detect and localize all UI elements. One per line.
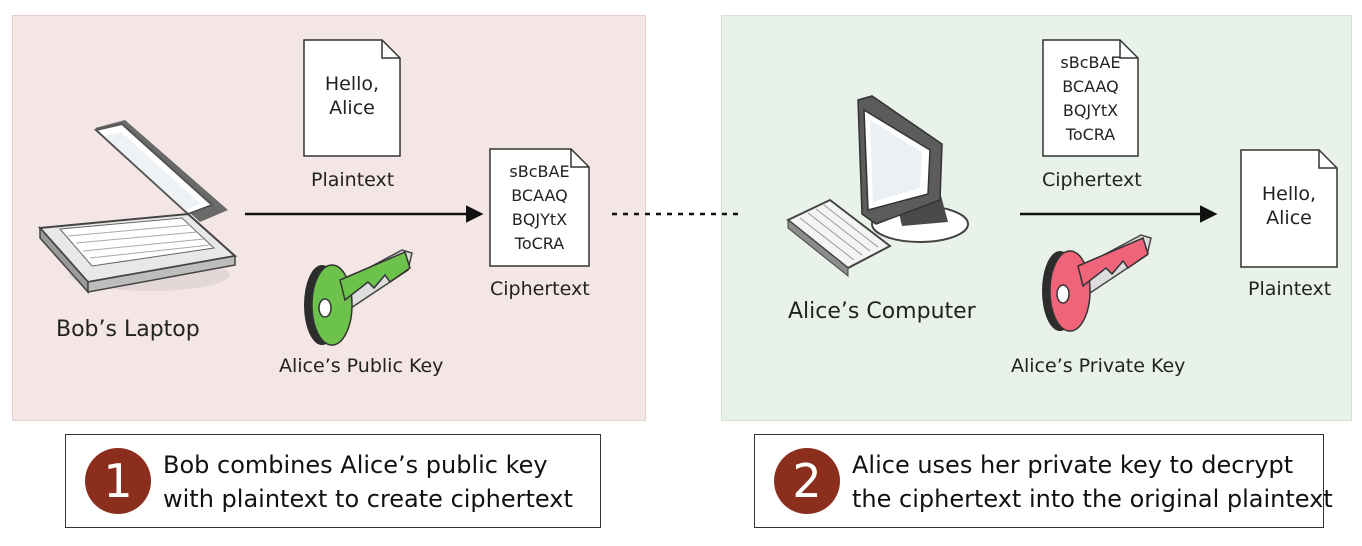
doc-line: BQJYtX <box>511 210 568 229</box>
bob-ciphertext-document: sBcBAE BCAAQ BQJYtX ToCRA <box>490 149 589 266</box>
doc-line: Hello, <box>324 73 380 95</box>
bob-plaintext-label: Plaintext <box>311 169 395 191</box>
doc-line: sBcBAE <box>509 162 570 181</box>
doc-line: Alice <box>1266 207 1312 229</box>
doc-line: BQJYtX <box>1062 101 1119 120</box>
alice-ciphertext-label: Ciphertext <box>1042 169 1142 191</box>
step-1-line-2: with plaintext to create ciphertext <box>163 485 573 513</box>
alice-ciphertext-document: sBcBAE BCAAQ BQJYtX ToCRA <box>1043 40 1138 156</box>
doc-line: sBcBAE <box>1060 53 1121 72</box>
bob-device-label: Bob’s Laptop <box>56 317 200 342</box>
step-number-badge: 2 <box>774 448 840 514</box>
step-1-line-1: Bob combines Alice’s public key <box>163 451 548 479</box>
step-2-line-1: Alice uses her private key to decrypt <box>852 451 1294 479</box>
doc-line: ToCRA <box>1065 125 1116 144</box>
alice-plaintext-document: Hello, Alice <box>1241 150 1337 267</box>
bob-ciphertext-label: Ciphertext <box>490 278 590 300</box>
public-key-label: Alice’s Public Key <box>279 355 444 377</box>
document-icon <box>489 148 590 267</box>
private-key-icon <box>1042 234 1152 332</box>
doc-line: BCAAQ <box>1062 77 1119 96</box>
doc-line: Hello, <box>1261 183 1317 205</box>
private-key-label: Alice’s Private Key <box>1011 355 1186 377</box>
laptop-icon <box>37 120 238 294</box>
alice-plaintext-label: Plaintext <box>1248 278 1332 300</box>
step-1-caption: 1 Bob combines Alice’s public key with p… <box>65 434 601 528</box>
doc-line: ToCRA <box>514 234 565 253</box>
doc-line: Alice <box>329 97 375 119</box>
step-2-line-2: the ciphertext into the original plainte… <box>852 485 1333 513</box>
document-icon <box>1042 39 1139 157</box>
bob-plaintext-document: Hello, Alice <box>304 40 400 156</box>
public-key-icon <box>304 249 413 346</box>
desktop-computer-icon <box>786 95 969 278</box>
document-icon <box>303 39 401 157</box>
alice-device-label: Alice’s Computer <box>788 299 976 324</box>
document-icon <box>1240 149 1338 268</box>
step-number-badge: 1 <box>85 448 151 514</box>
doc-line: BCAAQ <box>511 186 568 205</box>
step-2-caption: 2 Alice uses her private key to decrypt … <box>754 434 1333 528</box>
